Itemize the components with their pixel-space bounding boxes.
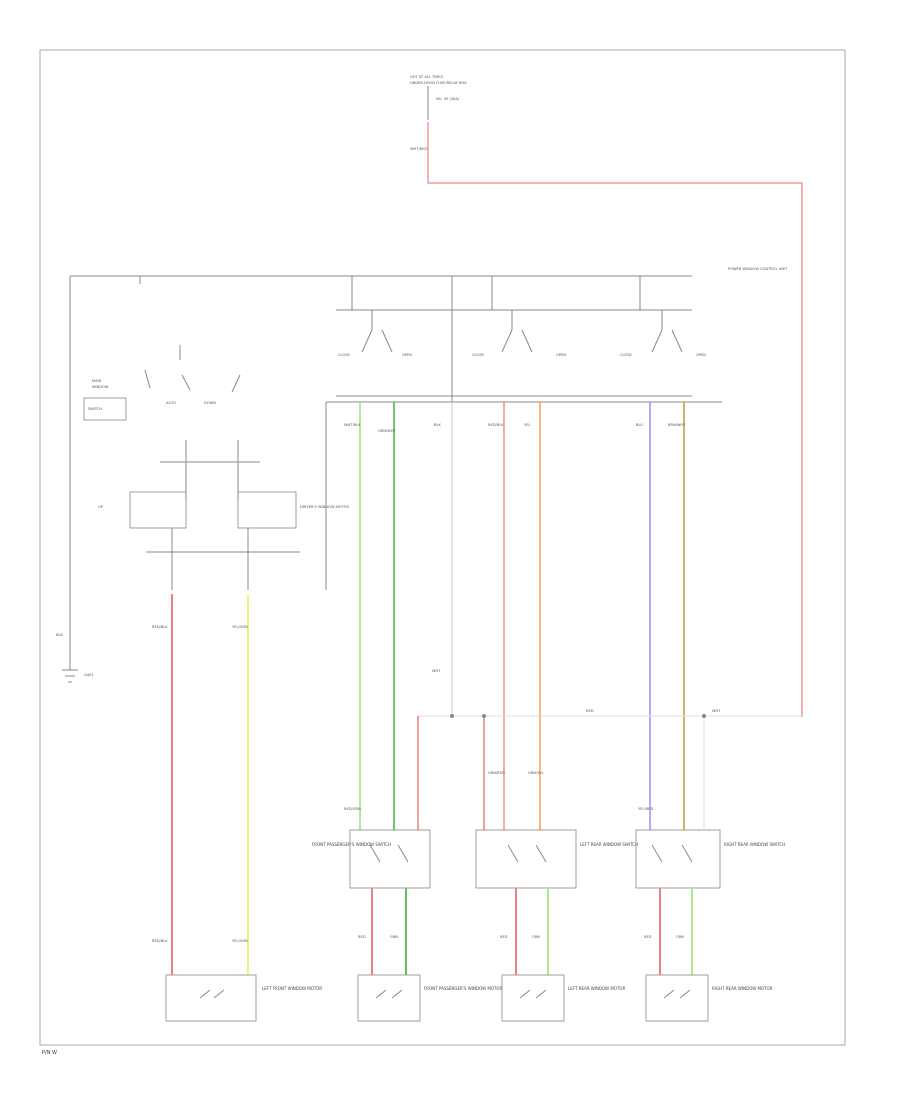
bus-wire-label-1: WHT [432,669,441,673]
motor-3-label: LEFT REAR WINDOW MOTOR [568,986,626,991]
left-wire-label-2: YEL/GRN [232,625,248,629]
motor-left-front: LEFT FRONT WINDOW MOTOR [165,974,322,1022]
down-label: DOWN [204,401,216,405]
ground: BLK G401 [56,590,94,683]
contact-label-6: OPEN [696,353,706,357]
master-switch-label-3: SWITCH [88,407,102,411]
diagram-frame [39,49,846,1046]
contact-label-4: OPEN [556,353,566,357]
bus-wire-label-2: RED [586,709,594,713]
footer-code: P/N W [42,1050,57,1056]
relay-2 [501,310,533,353]
switch-right-rear: RIGHT REAR WINDOW SWITCH [635,829,785,889]
switch-left-rear: LEFT REAR WINDOW SWITCH [475,829,638,889]
up-label: UP [98,505,104,509]
motor-right-rear: RIGHT REAR WINDOW MOTOR [645,974,773,1022]
source-wire-label: WHT/RED [410,147,427,151]
m0-wire-2: YEL/GRN [232,939,248,943]
bus-wire-label-3: WHT [712,709,721,713]
sw2-wire-1: RED [500,935,508,939]
source-wire-red [427,122,803,717]
top-wire-label-7: BRN/WHT [668,423,686,427]
power-source: HOT AT ALL TIMES UNDER-HOOD FUSE/RELAY B… [410,75,803,717]
lower-wire-label-1: GRN/RED [488,771,505,775]
master-switch-label-1: MAIN [92,379,102,383]
switch-2-label: LEFT REAR WINDOW SWITCH [580,842,638,847]
top-wire-label-1: WHT/BLK [344,423,361,427]
left-wire-label-1: RED/BLK [152,625,168,629]
top-wire-label-2: GRN/WHT [378,429,396,433]
sw2-wire-2: GRN [532,935,540,939]
motor-2-label: FRONT PASSENGER'S WINDOW MOTOR [424,986,503,991]
sw1-wire-1: RED [358,935,366,939]
motor-1-label: LEFT FRONT WINDOW MOTOR [262,986,322,991]
control-unit-label: POWER WINDOW CONTROL UNIT [728,267,788,271]
motor-front-passenger: FRONT PASSENGER'S WINDOW MOTOR [357,974,503,1022]
top-wire-label-3: BLK [434,423,441,427]
lower-wire-label-2: GRN/YEL [528,771,544,775]
switch-front-passenger: FRONT PASSENGER'S WINDOW SWITCH [312,829,431,889]
master-switch-label-2: WINDOW [92,385,109,389]
motor-left-rear: LEFT REAR WINDOW MOTOR [501,974,626,1022]
switch-1-label: FRONT PASSENGER'S WINDOW SWITCH [312,842,391,847]
contact-label-3: CLOSE [472,353,484,357]
top-wire-label-4: RED/BLK [488,423,504,427]
contact-label-2: OPEN [402,353,412,357]
relay-1 [361,310,393,353]
motor-label: DRIVER'S WINDOW MOTOR [300,505,350,509]
motor-4-label: RIGHT REAR WINDOW MOTOR [712,986,773,991]
distribution-bus: WHT RED WHT [417,669,802,830]
auto-label: AUTO [166,401,176,405]
relay-3 [651,310,683,353]
fuse-label: NO. 45 (40A) [436,97,460,101]
fuse-box-label: UNDER-HOOD FUSE/RELAY BOX [410,81,467,85]
switch-3-label: RIGHT REAR WINDOW SWITCH [724,842,785,847]
contact-label-5: CLOSE [620,353,632,357]
source-label: HOT AT ALL TIMES [410,75,444,79]
sw3-wire-1: RED [644,935,652,939]
sw3-wire-2: GRN [676,935,684,939]
lower-wire-label-3: RED/GRN [344,807,361,811]
contact-label-1: CLOSE [338,353,350,357]
control-unit: POWER WINDOW CONTROL UNIT CLOSE OPEN CLO… [70,267,788,590]
ground-label: G401 [84,673,94,677]
top-wire-label-5: YEL [524,423,530,427]
lower-wire-label-4: YEL/RED [638,807,653,811]
master-switch: MAIN WINDOW SWITCH AUTO DOWN UP DRIVER'S… [69,276,350,590]
top-wire-label-6: BLU [636,423,643,427]
m0-wire-1: RED/BLK [152,939,168,943]
sw1-wire-2: GRN [390,935,398,939]
ground-wire-label: BLK [56,633,63,637]
